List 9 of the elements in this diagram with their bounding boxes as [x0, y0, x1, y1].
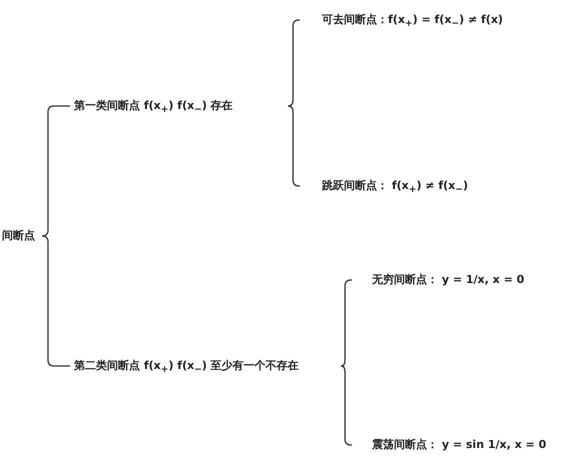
topic-label: 跳跃间断点： f(x$_{+}$) ≠ f(x$_{−}$): [322, 179, 468, 192]
topic-label: 间断点: [2, 229, 35, 242]
brace-connector: [42, 105, 70, 237]
brace-connector: [42, 235, 70, 367]
topic-label: 可去间断点：f(x$_{+}$) = f(x$_{−}$) ≠ f(x): [322, 13, 503, 26]
topic-label: 第二类间断点 f(x$_{+}$) f(x$_{−}$) 至少有一个不存在: [74, 359, 299, 372]
topic-label: 第一类间断点 f(x$_{+}$) f(x$_{−}$) 存在: [74, 99, 233, 112]
topic-label: 震荡间断点： y = sin 1/x, x = 0: [372, 438, 546, 451]
topic-label: 无穷间断点： y = 1/x, x = 0: [372, 273, 524, 286]
